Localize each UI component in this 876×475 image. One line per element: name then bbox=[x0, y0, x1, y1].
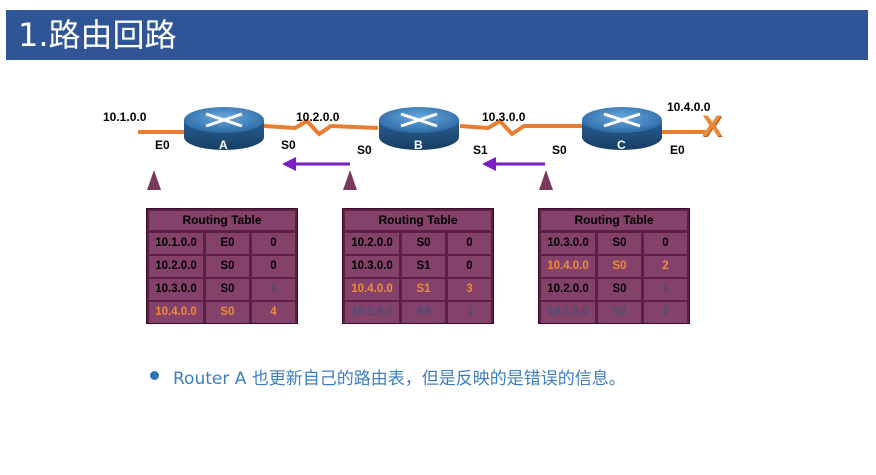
table-row: 10.4.0.0 S0 2 bbox=[541, 256, 687, 277]
title-bar: 1.路由回路 bbox=[6, 10, 868, 60]
network-label-4: 10.4.0.0 bbox=[667, 100, 711, 114]
router-c-icon bbox=[582, 107, 662, 150]
routing-table-header: Routing Table bbox=[149, 211, 295, 230]
port-c-left: S0 bbox=[552, 143, 567, 157]
routing-table-header: Routing Table bbox=[345, 211, 491, 230]
bullet-dot-icon bbox=[150, 371, 159, 380]
table-c-pointer bbox=[539, 170, 553, 190]
table-row: 10.3.0.0 S0 0 bbox=[541, 233, 687, 254]
table-a-pointer bbox=[147, 170, 161, 190]
router-a-icon bbox=[184, 107, 264, 150]
network-label-3: 10.3.0.0 bbox=[482, 110, 526, 124]
link-failure-mark: X bbox=[702, 110, 723, 143]
port-b-right: S1 bbox=[473, 143, 488, 157]
routing-table-a: Routing Table 10.1.0.0 E0 0 10.2.0.0 S0 … bbox=[146, 208, 298, 324]
routing-table-c: Routing Table 10.3.0.0 S0 0 10.4.0.0 S0 … bbox=[538, 208, 690, 324]
bullet-text: Router A 也更新自己的路由表，但是反映的是错误的信息。 bbox=[173, 369, 626, 389]
table-row: 10.4.0.0 S1 3 bbox=[345, 279, 491, 300]
routing-table-header: Routing Table bbox=[541, 211, 687, 230]
network-diagram bbox=[138, 107, 706, 190]
table-row: 10.4.0.0 S0 4 bbox=[149, 302, 295, 323]
port-c-right: E0 bbox=[670, 143, 685, 157]
update-arrow-b-to-a bbox=[282, 157, 350, 171]
port-b-left: S0 bbox=[357, 143, 372, 157]
table-row: 10.3.0.0 S1 0 bbox=[345, 256, 491, 277]
router-b-label: B bbox=[414, 138, 423, 152]
router-c-label: C bbox=[617, 138, 626, 152]
table-row: 10.1.0.0 E0 0 bbox=[149, 233, 295, 254]
link-10-2 bbox=[263, 118, 379, 137]
table-row: 10.2.0.0 S0 0 bbox=[149, 256, 295, 277]
network-label-1: 10.1.0.0 bbox=[103, 110, 147, 124]
port-a-left: E0 bbox=[155, 138, 170, 152]
table-row: 10.2.0.0 S0 0 bbox=[345, 233, 491, 254]
table-b-pointer bbox=[343, 170, 357, 190]
table-row: 10.2.0.0 S0 1 bbox=[541, 279, 687, 300]
link-10-3 bbox=[459, 118, 582, 137]
routing-table-b: Routing Table 10.2.0.0 S0 0 10.3.0.0 S1 … bbox=[342, 208, 494, 324]
router-b-icon bbox=[379, 107, 459, 150]
port-a-right: S0 bbox=[281, 138, 296, 152]
page-title: 1.路由回路 bbox=[18, 16, 177, 54]
table-row: 10.3.0.0 S0 1 bbox=[149, 279, 295, 300]
table-row: 10.1.0.0 S0 1 bbox=[345, 302, 491, 323]
network-label-2: 10.2.0.0 bbox=[296, 110, 340, 124]
table-row: 10.1.0.0 S0 2 bbox=[541, 302, 687, 323]
router-a-label: A bbox=[219, 138, 228, 152]
update-arrow-c-to-b bbox=[482, 157, 545, 171]
